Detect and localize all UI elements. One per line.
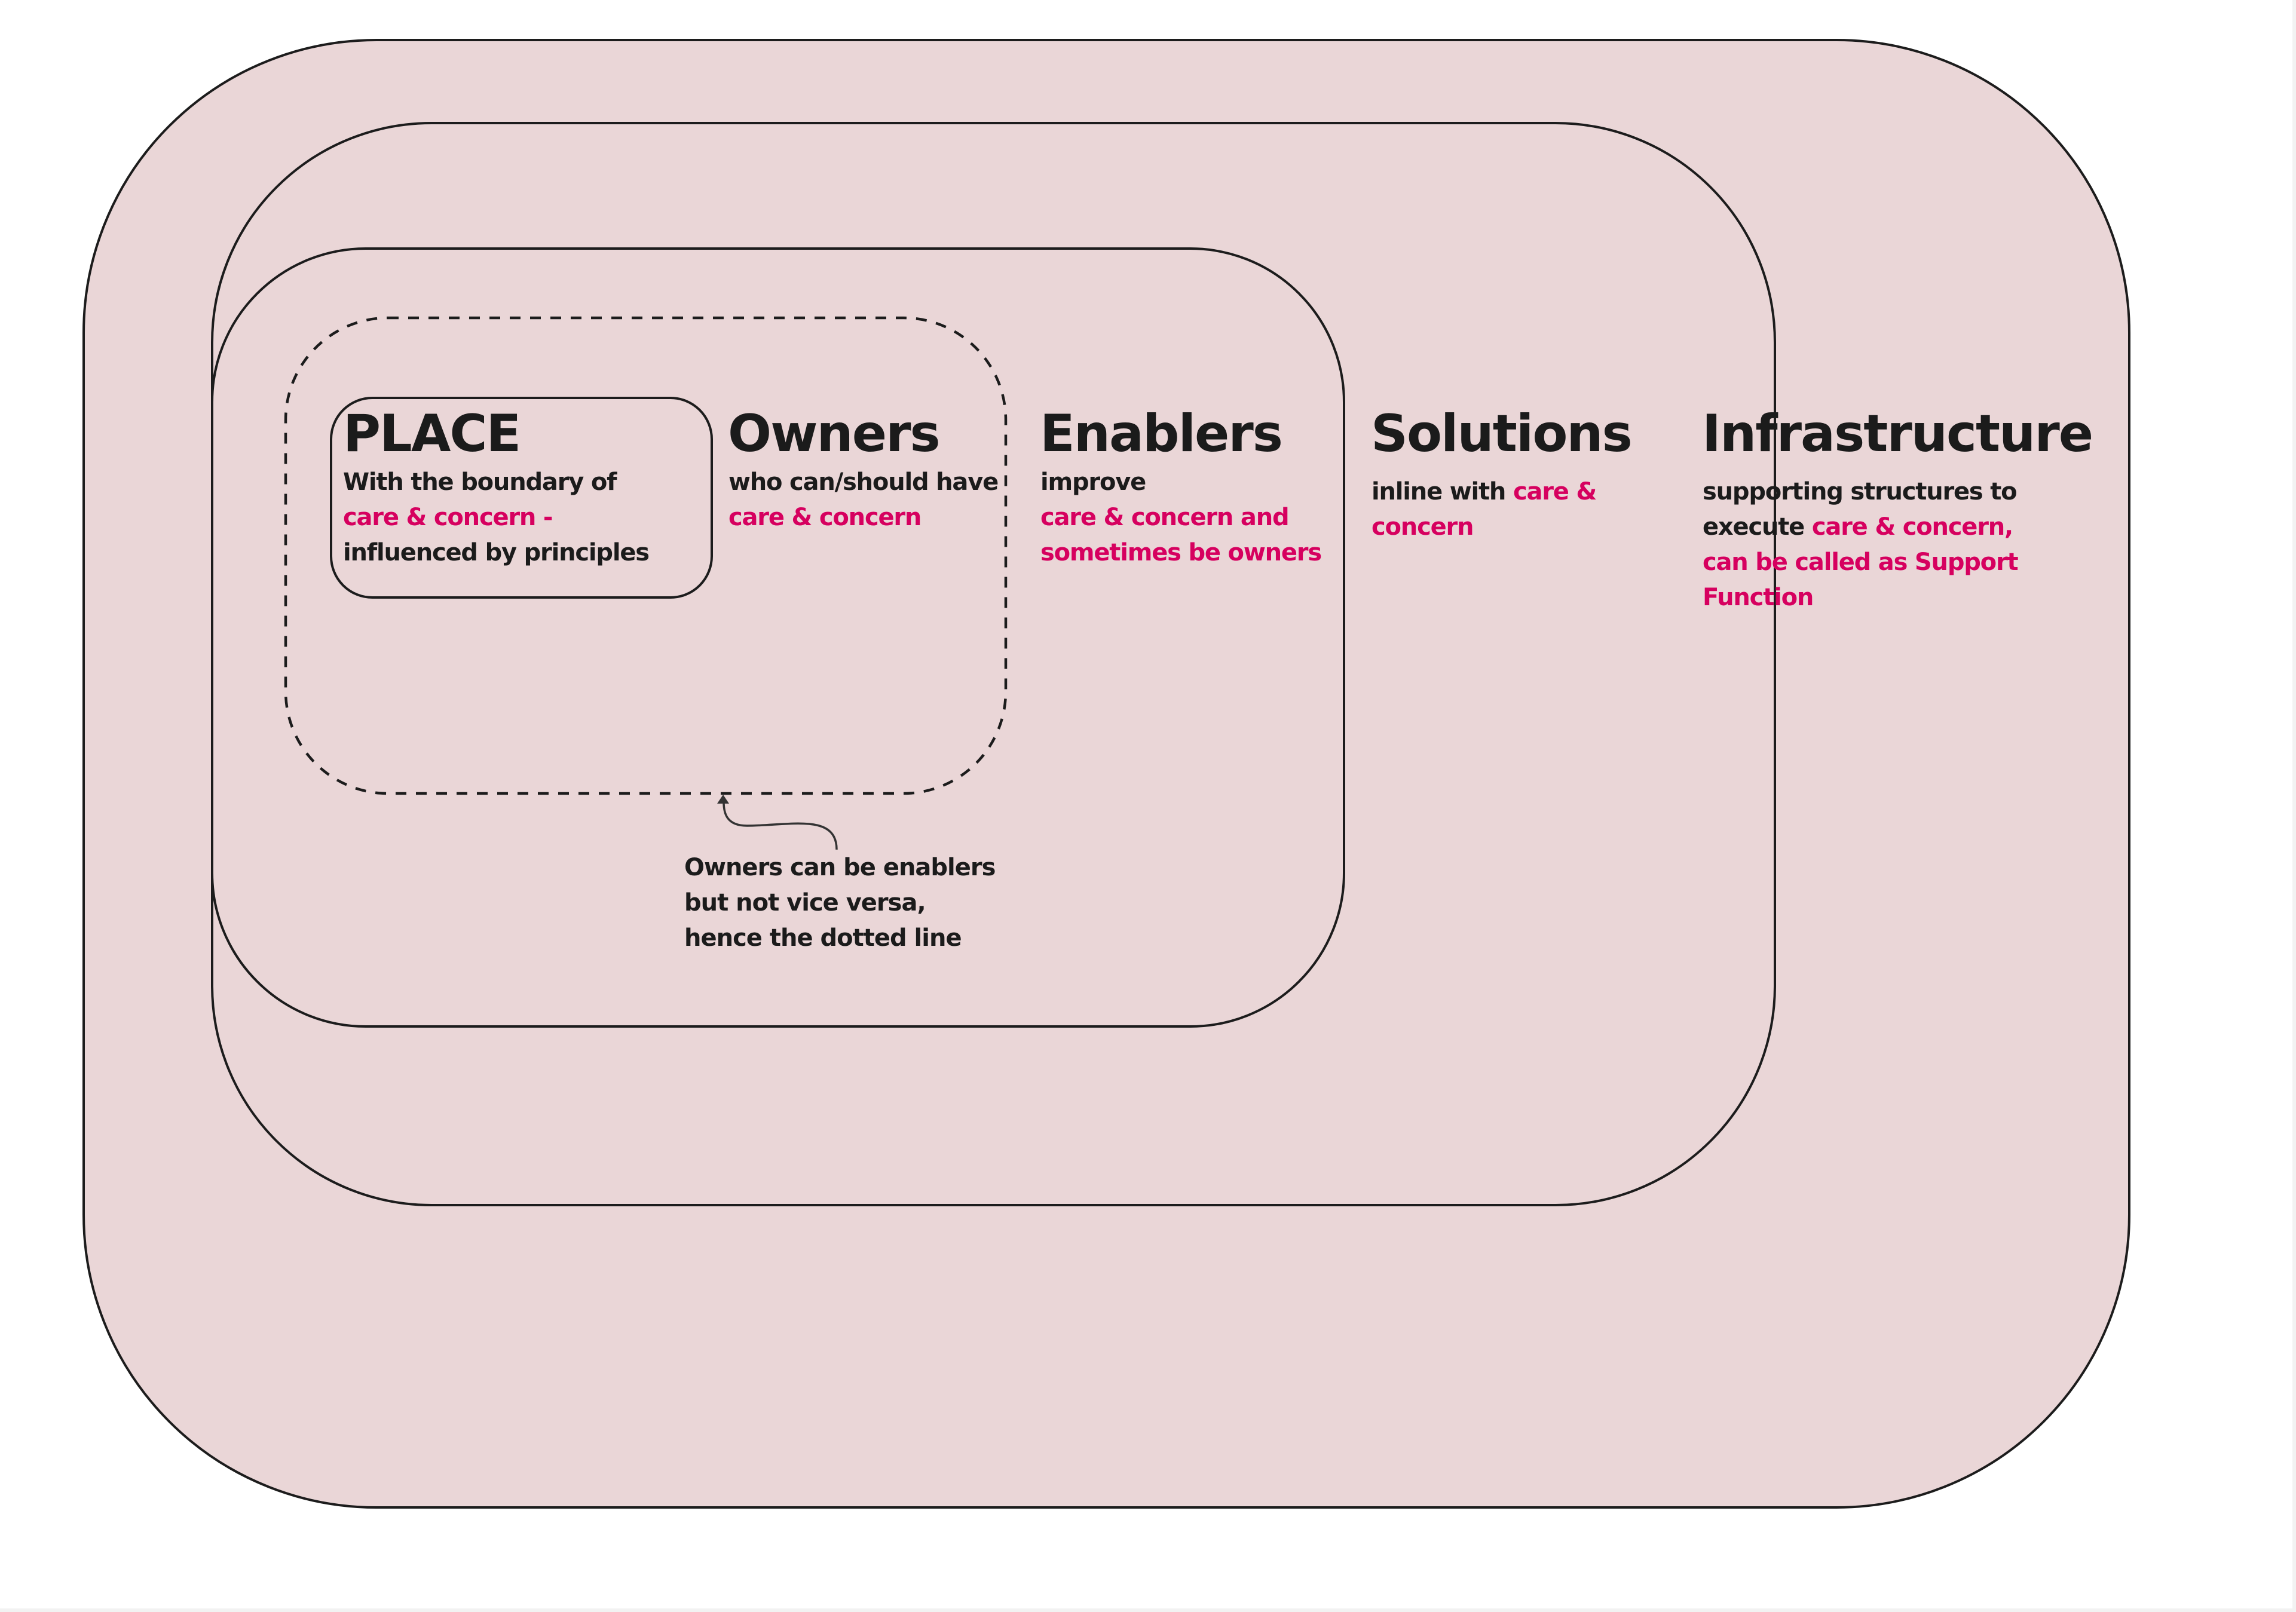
highlight-text: care & concern, <box>1811 513 2013 541</box>
highlight-text: care & concern <box>728 504 922 531</box>
place-title: PLACE <box>343 404 521 464</box>
description-line: care & concern <box>728 500 998 535</box>
infrastructure-title: Infrastructure <box>1702 404 2093 464</box>
description-text: supporting structures to <box>1703 478 2018 505</box>
description-line: With the boundary of <box>343 465 649 500</box>
annotation-line: Owners can be enablers <box>684 854 996 881</box>
owners-dashed-boundary <box>284 316 1008 795</box>
highlight-text: Function <box>1703 584 1814 611</box>
annotation-note: Owners can be enablers but not vice vers… <box>684 850 996 956</box>
description-line: care & concern and <box>1040 500 1321 535</box>
owners-description: who can/should have care & concern <box>728 465 999 535</box>
description-line: concern <box>1372 510 1596 545</box>
description-text: improve <box>1040 468 1146 496</box>
solutions-description: inline with care & concern <box>1372 474 1597 545</box>
description-line: can be called as Support <box>1703 545 2019 580</box>
description-line: care & concern - <box>343 500 649 535</box>
enablers-title: Enablers <box>1040 404 1283 464</box>
description-line: improve <box>1040 465 1321 500</box>
highlight-text: care & concern - <box>343 504 553 531</box>
curved-arrow-up-icon <box>717 795 838 850</box>
description-text: execute <box>1703 513 1812 541</box>
owners-title: Owners <box>728 404 941 464</box>
infrastructure-description: supporting structures to execute care & c… <box>1703 474 2019 615</box>
place-description: With the boundary of care & concern - infl… <box>343 465 650 571</box>
page-edge-right <box>2292 0 2296 1612</box>
description-line: influenced by principles <box>343 535 650 571</box>
highlight-text: concern <box>1372 513 1474 541</box>
highlight-text: care & <box>1513 478 1597 505</box>
description-line: who can/should have <box>728 465 999 500</box>
place-box <box>330 397 713 599</box>
description-text: who can/should have <box>728 468 999 496</box>
description-text: inline with <box>1372 478 1513 505</box>
page-edge-bottom <box>0 1608 2296 1612</box>
annotation-line: but not vice versa, <box>684 889 926 917</box>
annotation-arrow-line <box>723 801 838 850</box>
description-line: supporting structures to <box>1703 474 2018 510</box>
description-line: Function <box>1703 580 2018 615</box>
description-line: inline with care & <box>1372 474 1597 510</box>
description-text: With the boundary of <box>343 468 617 496</box>
highlight-text: can be called as Support <box>1703 548 2019 576</box>
annotation-arrowhead <box>717 795 729 804</box>
annotation-line: hence the dotted line <box>684 924 962 952</box>
description-line: execute care & concern, <box>1703 510 2018 545</box>
description-text: influenced by principles <box>343 539 650 566</box>
description-line: sometimes be owners <box>1040 535 1322 571</box>
enablers-description: improve care & concern and sometimes be ow… <box>1040 465 1322 571</box>
highlight-text: sometimes be owners <box>1040 539 1322 566</box>
solutions-title: Solutions <box>1371 404 1633 464</box>
highlight-text: care & concern and <box>1040 504 1290 531</box>
